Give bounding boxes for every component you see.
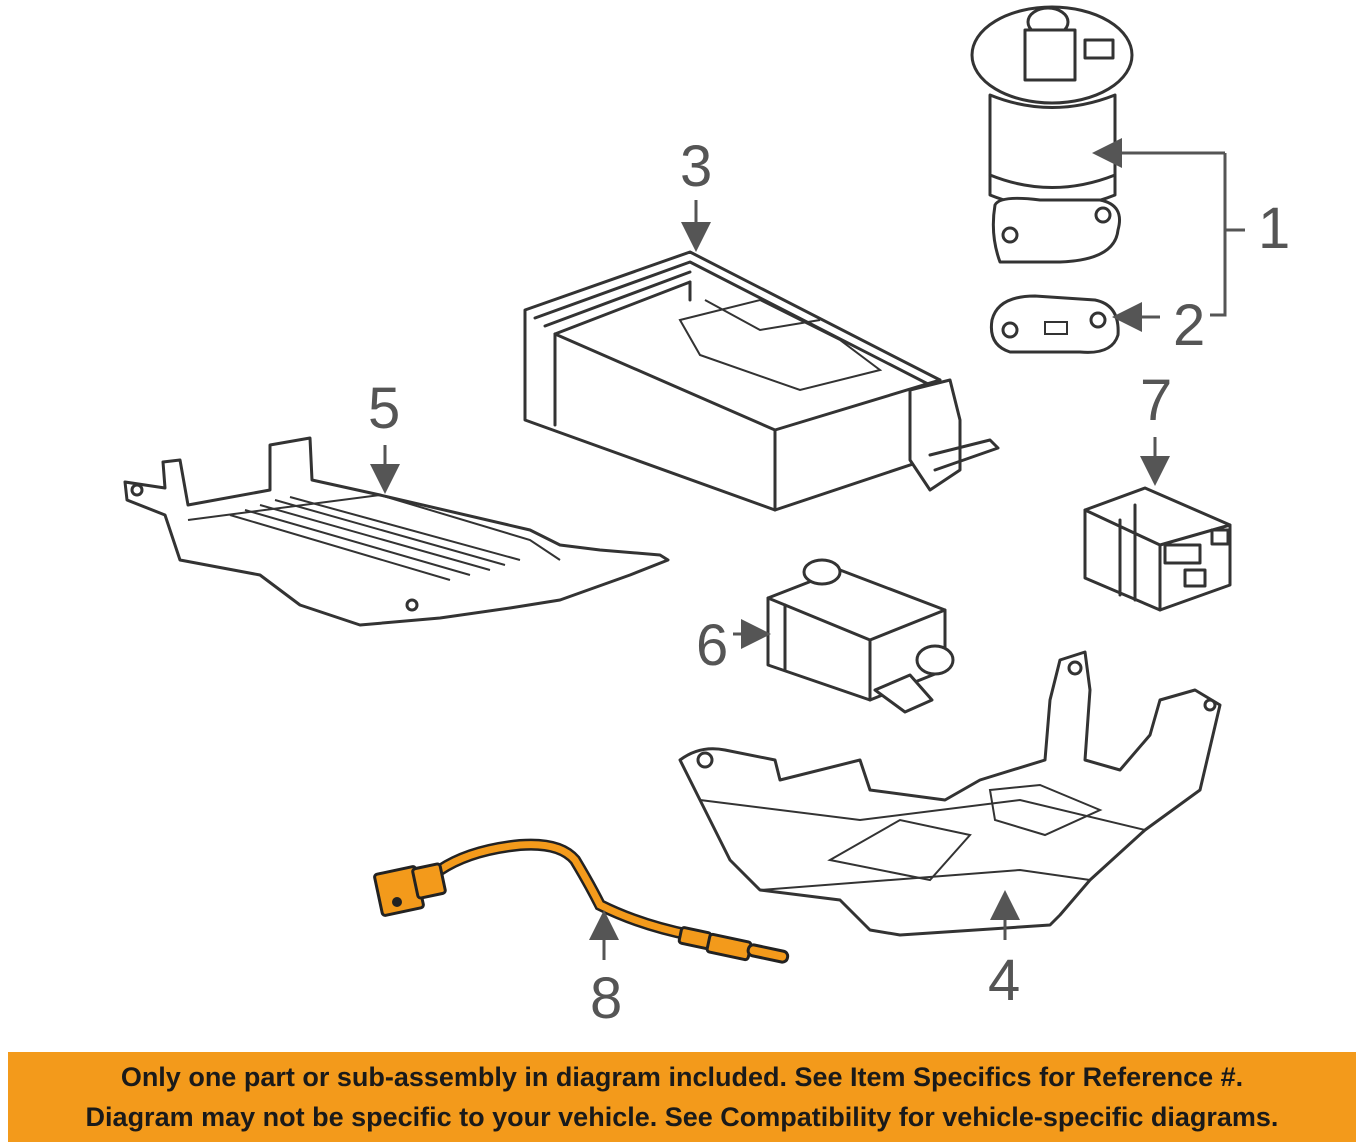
- disclaimer-line-2: Diagram may not be specific to your vehi…: [85, 1102, 1279, 1132]
- heat-shield-part: [123, 436, 670, 627]
- egr-valve-part: [970, 5, 1134, 264]
- callout-6: 6: [696, 613, 728, 678]
- oxygen-sensor-part: [373, 838, 790, 964]
- callout-2: 2: [1173, 293, 1205, 358]
- callout-5: 5: [368, 376, 400, 441]
- disclaimer-banner: Only one part or sub-assembly in diagram…: [8, 1052, 1356, 1142]
- callout-4: 4: [988, 948, 1020, 1013]
- parts-diagram: 1 2 3 4 5 6 7 8: [123, 5, 1290, 1031]
- leader-lines: [370, 138, 1245, 960]
- gasket-part: [989, 294, 1120, 354]
- callout-1: 1: [1258, 196, 1290, 261]
- disclaimer-line-1: Only one part or sub-assembly in diagram…: [120, 1062, 1244, 1092]
- callout-8: 8: [590, 966, 622, 1031]
- solenoid-part: [766, 558, 955, 714]
- relay-module-part: [1083, 486, 1232, 612]
- mounting-bracket-part: [678, 650, 1222, 937]
- callout-3: 3: [680, 134, 712, 199]
- callout-7: 7: [1140, 368, 1172, 433]
- vapor-canister-part: [523, 250, 1000, 512]
